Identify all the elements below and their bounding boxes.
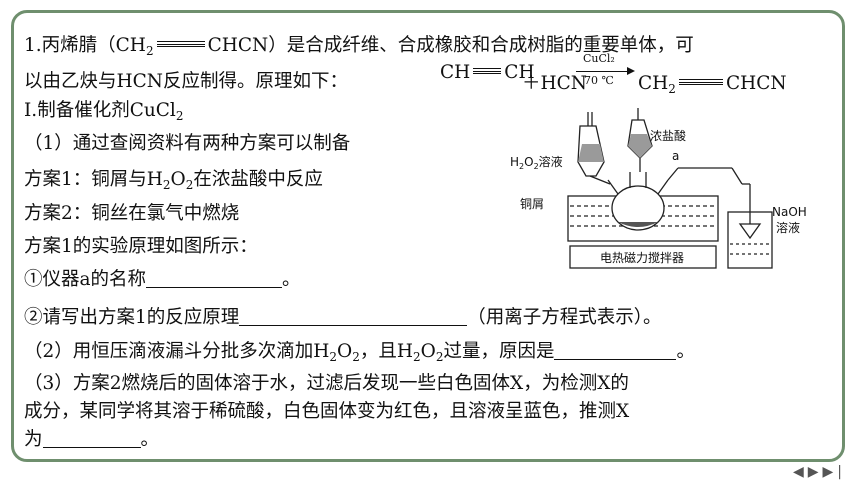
triple-bond [156,41,205,47]
equation-plus-hcn: ＋HCN [522,73,587,94]
question-3-line-2: 成分，某同学将其溶于稀硫酸，白色固体变为红色，且溶液呈蓝色，推测X [24,401,630,422]
question-2-line: （2）用恒压滴液漏斗分批多次滴加H2O2，且H2O2过量，原因是。 [24,341,695,364]
plan2-line: 方案2：铜丝在氯气中燃烧 [24,203,240,224]
three-neck-flask [611,185,665,231]
label-copper: 铜屑 [520,196,544,211]
label-naoh: NaOH [772,205,807,219]
answer-blank[interactable] [42,429,141,448]
principle-line: 方案1的实验原理如图所示： [24,236,258,257]
sub-question-1: ①仪器a的名称。 [24,269,301,290]
answer-blank[interactable] [146,269,283,288]
question-3-line-3: 为。 [24,429,160,450]
prev-slide-icon[interactable]: ◀ [792,464,808,480]
label-stirrer: 电热磁力搅拌器 [600,250,684,265]
answer-blank[interactable] [239,307,468,326]
question-line-2: 以由乙炔与HCN反应制得。原理如下： [24,71,348,92]
catalyst-label: CuCl₂ [583,52,615,65]
naoh-beaker [727,211,773,269]
sub-question-2: ②请写出方案1的反应原理（用离子方程式表示）。 [24,307,662,328]
slide-navigation: ◀▶▶| [793,464,846,480]
last-slide-icon[interactable]: ▶| [822,464,846,480]
label-hcl: 浓盐酸 [650,128,686,143]
magnetic-stirrer [569,245,717,269]
plan1-line: 方案1：铜屑与H2O2在浓盐酸中反应 [24,169,323,192]
temperature-label: 70 ℃ [584,74,614,87]
part1-heading: I.制备催化剂CuCl2 [24,100,184,123]
question-card [11,10,845,462]
reaction-arrow: CuCl₂ 70 ℃ [574,52,638,88]
label-h2o2: H2O2溶液 [510,154,563,171]
label-naoh-solution: 溶液 [776,220,800,235]
part1-q1: （1）通过查阅资料有两种方案可以制备 [24,133,351,154]
apparatus-diagram: H2O2溶液 浓盐酸 a 铜屑 NaOH 溶液 电热磁力搅拌器 [510,108,807,269]
label-a: a [672,149,679,163]
answer-blank[interactable] [554,341,677,360]
next-slide-icon[interactable]: ▶ [807,464,823,480]
question-3-line-1: （3）方案2燃烧后的固体溶于水，过滤后发现一些白色固体X，为检测X的 [24,373,629,394]
